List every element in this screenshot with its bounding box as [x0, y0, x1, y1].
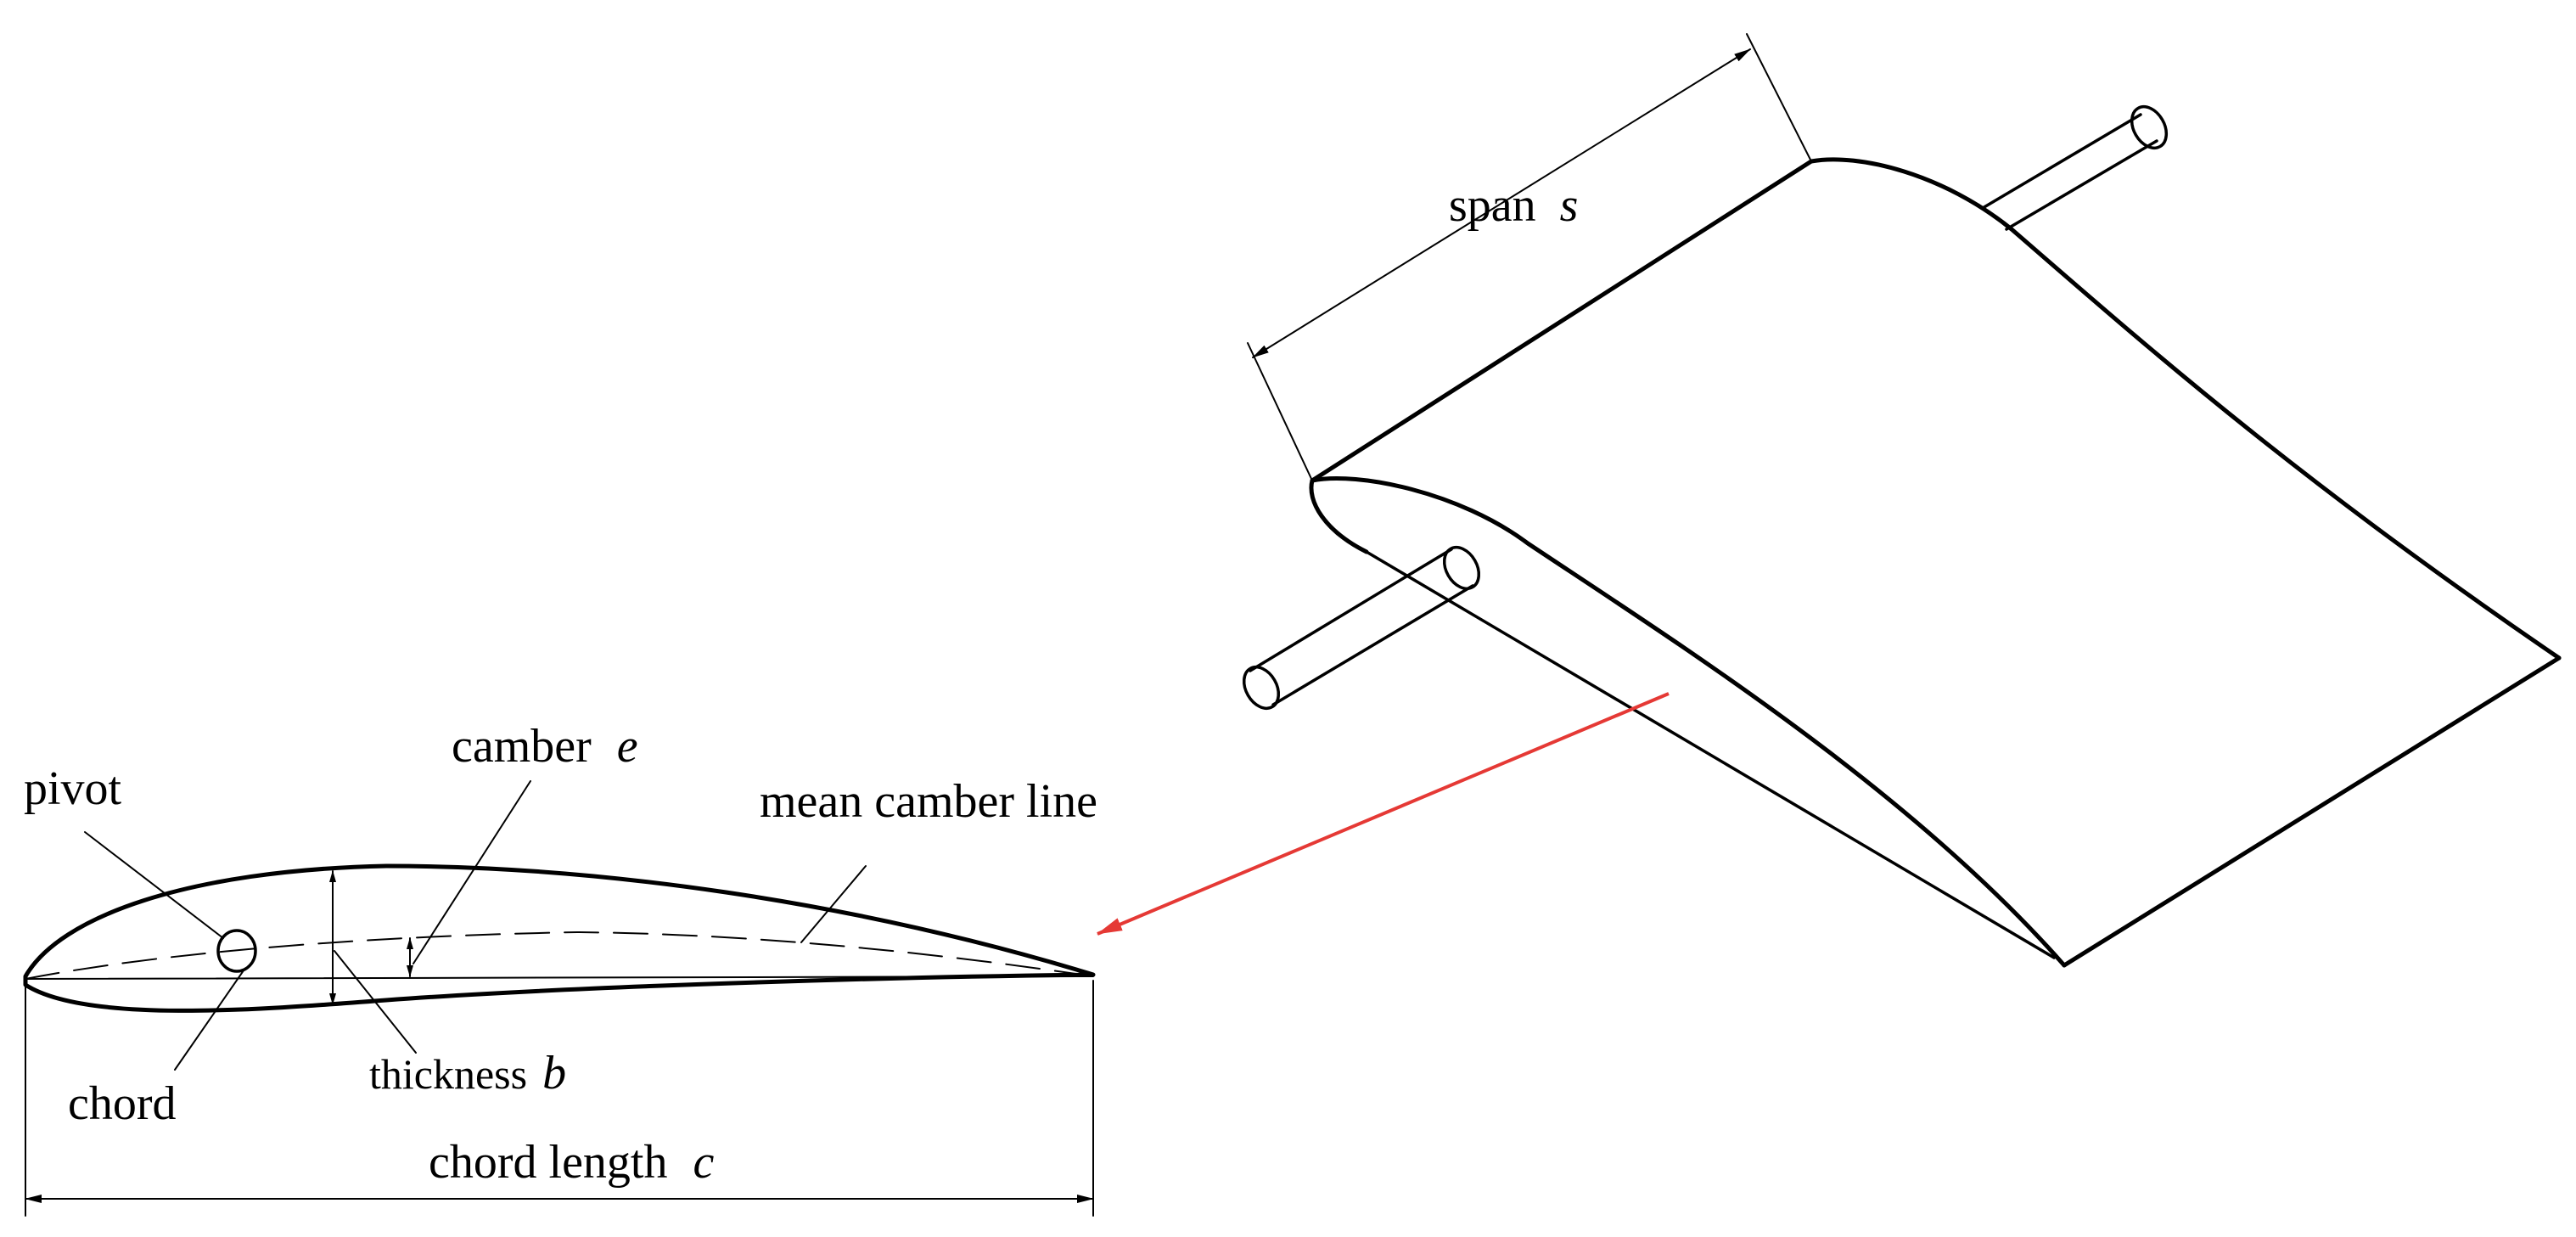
near-airfoil-section	[1310, 476, 2067, 968]
camber-text: camber	[452, 720, 592, 773]
thickness-label: thickness b	[369, 1047, 566, 1099]
span-text: span	[1449, 179, 1536, 232]
mean-camber-line-label: mean camber line	[760, 775, 1097, 828]
pivot-rod-front	[1242, 546, 1481, 710]
mean-camber-line	[25, 931, 1094, 980]
chord-length-label: chord length c	[429, 1136, 714, 1189]
thickness-variable: b	[542, 1047, 566, 1099]
span-label: span s	[1449, 179, 1578, 232]
wing-3d	[1242, 33, 2562, 968]
thickness-text: thickness	[369, 1050, 527, 1098]
camber-label: camber e	[452, 720, 638, 773]
camber-leader	[412, 780, 531, 964]
chord-label: chord	[68, 1077, 177, 1130]
chord-leader	[174, 970, 244, 1071]
thickness-leader	[334, 950, 417, 1054]
airfoil-section-2d	[23, 780, 1096, 1217]
far-airfoil-section	[1809, 157, 2562, 661]
projection-arrow	[1097, 692, 1670, 936]
chord-length-variable: c	[693, 1136, 714, 1189]
chord-length-text: chord length	[429, 1136, 667, 1189]
trailing-edge-line	[2062, 655, 2562, 968]
chord-line	[25, 976, 1094, 980]
pivot-label: pivot	[24, 762, 122, 815]
camber-variable: e	[617, 720, 638, 773]
pivot-circle	[216, 929, 257, 973]
span-dimension	[1247, 33, 1812, 481]
pivot-leader	[84, 831, 224, 939]
mean-camber-leader	[800, 865, 867, 943]
airfoil-outline	[23, 863, 1096, 1013]
span-variable: s	[1560, 179, 1579, 232]
pivot-rod-back	[1981, 105, 2169, 231]
